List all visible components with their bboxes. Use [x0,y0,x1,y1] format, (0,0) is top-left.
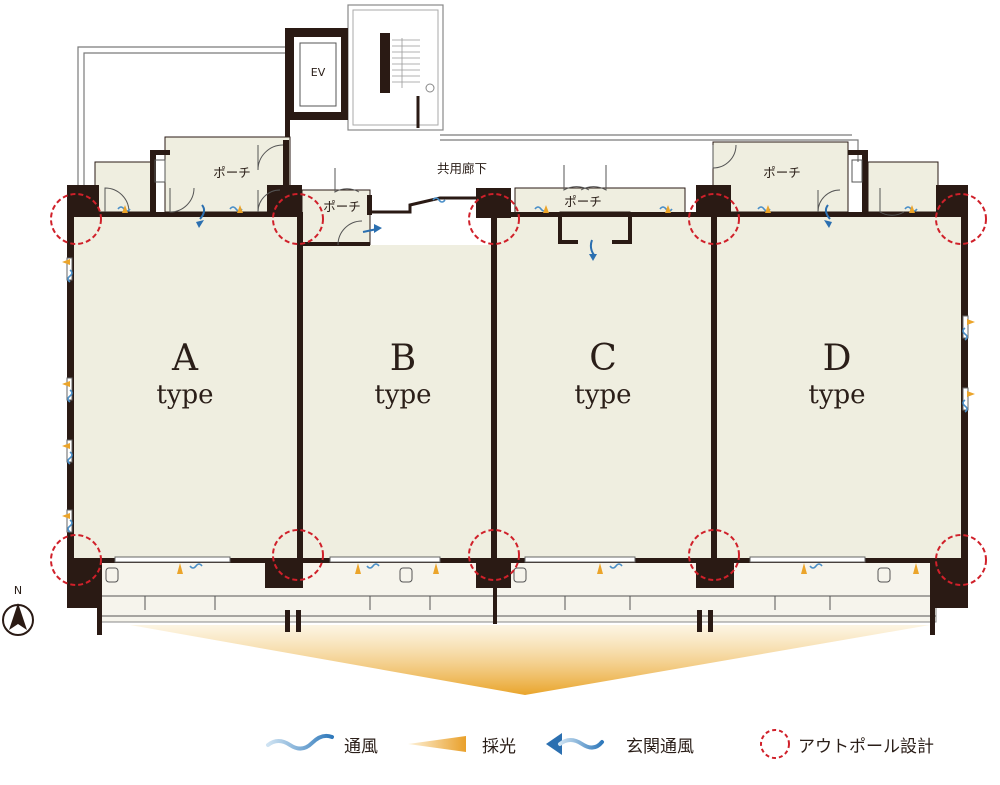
unit-c-letter: C [589,338,617,379]
legend-wind-icon [266,733,334,751]
entrance-arrow-heads [196,220,832,261]
legend-outpole-icon [760,729,790,759]
unit-a-type: type [156,380,213,410]
legend: 通風 採光 玄関通風 アウトポール設計 [266,729,934,759]
stair-block [347,4,444,131]
unit-d-letter: D [823,338,852,379]
elevator-label: EV [311,66,326,79]
legend-ventilation-label: 通風 [344,737,378,757]
ventilation-marks [67,197,968,569]
legend-entrance-wind-icon [558,738,604,750]
window-marks [66,257,969,563]
north-pointer-icon [9,603,27,630]
north-arrow: N [2,584,34,636]
legend-entrance-arrowhead-icon [546,733,562,755]
unit-b-type: type [374,380,431,410]
porch-label-c: ポーチ [564,194,602,209]
corridor-outline [372,196,476,214]
unit-floors [72,215,966,560]
daylight-fan [130,625,930,695]
daylight-marks [62,205,975,574]
roof-railing [77,46,859,188]
balcony-dividers [100,595,936,617]
legend-light-icon [408,736,466,752]
balcony [99,559,937,623]
porch-label-b: ポーチ [323,199,361,214]
porch-label-d: ポーチ [763,165,801,180]
legend-entrance-ventilation-label: 玄関通風 [626,737,694,757]
unit-c-type: type [574,380,631,410]
door-swings [104,144,905,246]
corridor-label: 共用廊下 [437,161,487,176]
north-label: N [14,584,22,597]
legend-daylight-label: 採光 [482,737,516,757]
elevator-shaft: EV [285,28,348,145]
fixtures [105,159,891,583]
unit-a-letter: A [171,338,199,379]
unit-b-letter: B [390,338,416,379]
outpole-circles [50,193,987,586]
legend-outpole-label: アウトポール設計 [798,737,934,757]
porch-label-a: ポーチ [213,165,251,180]
unit-d-type: type [808,380,865,410]
